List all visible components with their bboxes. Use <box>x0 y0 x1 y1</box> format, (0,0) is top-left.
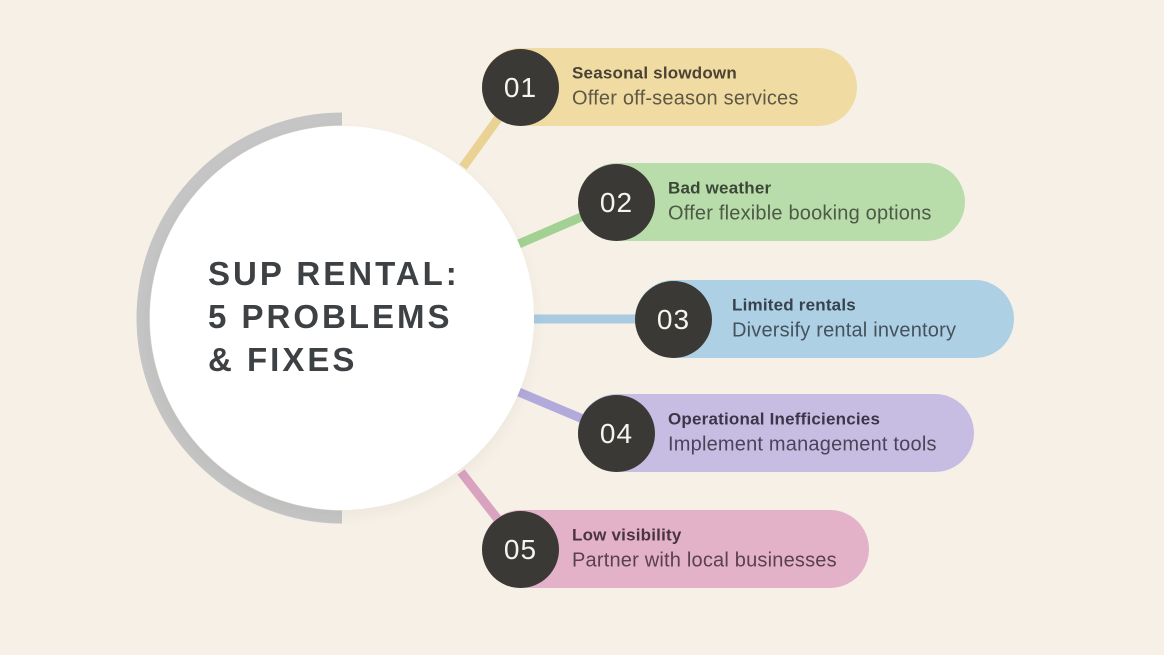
item-texts: Operational Inefficiencies Implement man… <box>668 410 937 457</box>
problem-item-2: 02 Bad weather Offer flexible booking op… <box>578 163 965 241</box>
problem-label: Operational Inefficiencies <box>668 409 881 429</box>
problem-label: Limited rentals <box>732 295 856 315</box>
item-number-badge: 02 <box>578 164 655 241</box>
fix-label: Offer off-season services <box>572 87 799 110</box>
problem-item-4: 04 Operational Inefficiencies Implement … <box>578 394 974 472</box>
diagram-title: SUP RENTAL: 5 PROBLEMS & FIXES <box>208 255 460 378</box>
central-circle <box>150 126 534 510</box>
problem-item-1: 01 Seasonal slowdown Offer off-season se… <box>482 48 857 126</box>
item-number: 04 <box>599 417 634 449</box>
item-number-badge: 01 <box>482 49 559 126</box>
item-number: 05 <box>503 533 538 565</box>
fix-label: Partner with local businesses <box>572 549 837 572</box>
problem-item-3: 03 Limited rentals Diversify rental inve… <box>635 280 1014 358</box>
problem-label: Low visibility <box>572 525 682 545</box>
item-number: 01 <box>503 71 538 103</box>
fix-label: Offer flexible booking options <box>668 202 932 225</box>
item-number: 03 <box>656 303 691 335</box>
fix-label: Diversify rental inventory <box>732 319 957 342</box>
item-texts: Seasonal slowdown Offer off-season servi… <box>572 64 799 111</box>
circle-arc-decoration <box>136 112 343 524</box>
problem-label: Seasonal slowdown <box>572 63 737 83</box>
item-number: 02 <box>599 186 634 218</box>
item-texts: Limited rentals Diversify rental invento… <box>732 296 956 343</box>
item-number-badge: 04 <box>578 395 655 472</box>
item-texts: Bad weather Offer flexible booking optio… <box>668 179 932 226</box>
item-number-badge: 05 <box>482 511 559 588</box>
problem-label: Bad weather <box>668 178 772 198</box>
problem-item-5: 05 Low visibility Partner with local bus… <box>482 510 869 588</box>
item-number-badge: 03 <box>635 281 712 358</box>
fix-label: Implement management tools <box>668 433 937 456</box>
item-texts: Low visibility Partner with local busine… <box>572 526 837 573</box>
